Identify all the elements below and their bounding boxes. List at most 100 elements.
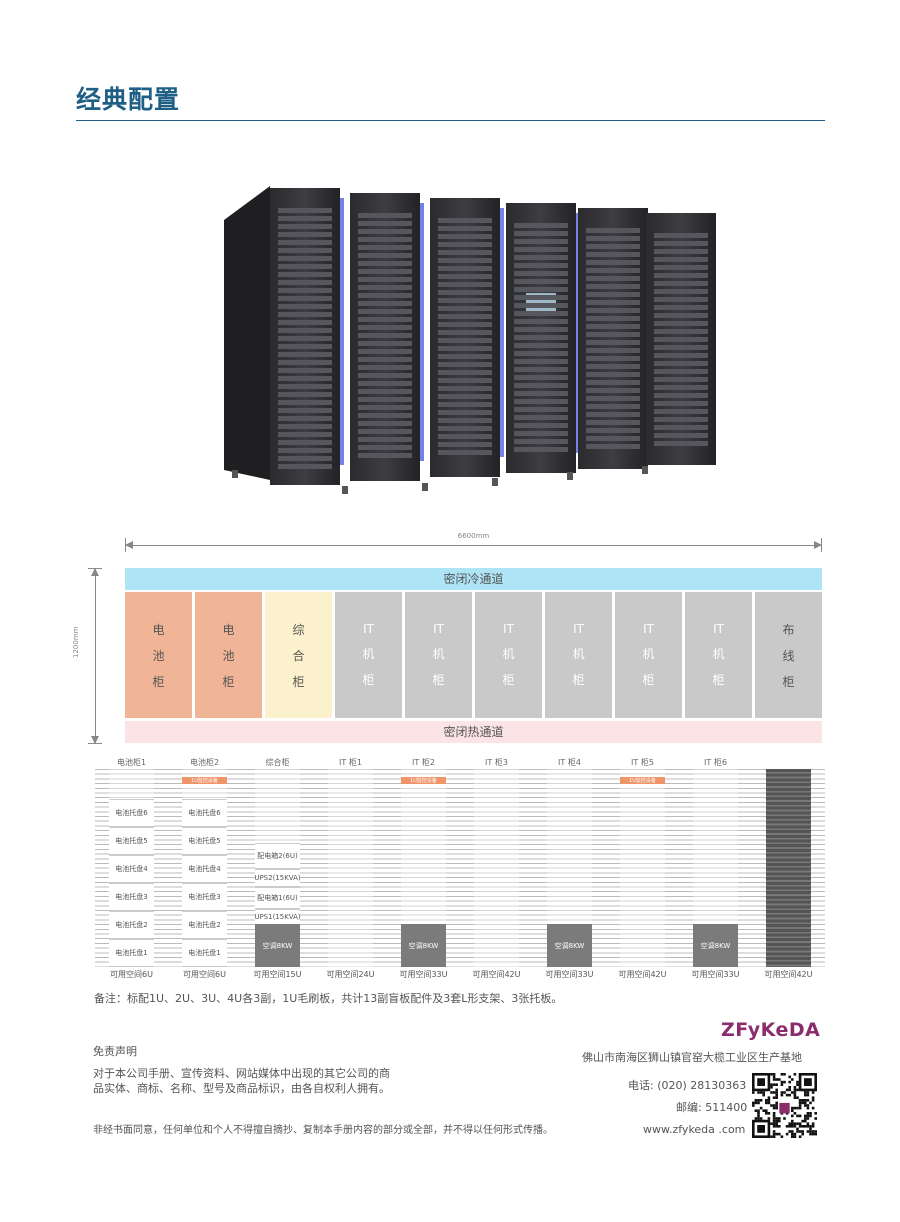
u-ruler bbox=[241, 769, 255, 967]
u-ruler bbox=[446, 769, 460, 967]
u-ruler bbox=[227, 769, 241, 967]
rack-cabinet bbox=[350, 193, 424, 481]
cabinet-char: 机 bbox=[362, 647, 375, 661]
company-postcode: 邮编: 511400 bbox=[676, 1101, 748, 1114]
cabinet-char: 布 bbox=[782, 622, 795, 637]
battery-tray: 电池托盘5 bbox=[109, 827, 154, 855]
ups-1: UPS1(15KVA) bbox=[254, 909, 301, 925]
elevation-header: 电池柜1 bbox=[116, 758, 147, 767]
available-space: 可用空间24U bbox=[326, 970, 375, 979]
cabinet-char: 柜 bbox=[432, 673, 445, 687]
hot-aisle-band: 密闭热通道 bbox=[125, 721, 822, 743]
rack-cabinet bbox=[578, 208, 652, 469]
u-ruler bbox=[314, 769, 328, 967]
battery-tray: 电池托盘5 bbox=[182, 827, 227, 855]
available-space: 可用空间6U bbox=[183, 970, 226, 979]
elevation-header: IT 柜1 bbox=[339, 758, 362, 767]
cabinet-2: 电池柜 bbox=[195, 592, 262, 718]
cabinet-product-image bbox=[224, 186, 716, 494]
monitor-unit: 1U监控设备 bbox=[182, 777, 227, 784]
cabinet-6: IT 机柜 bbox=[475, 592, 542, 718]
battery-tray: 电池托盘2 bbox=[109, 911, 154, 939]
cabinet-char: 机 bbox=[712, 647, 725, 661]
cabinet-char: IT bbox=[433, 622, 444, 636]
copyright-notice: 非经书面同意，任何单位和个人不得擅自摘抄、复制本手册内容的部分或全部，并不得以任… bbox=[93, 1125, 553, 1136]
cabinet-char: 柜 bbox=[502, 673, 515, 687]
monitor-unit: 1U监控设备 bbox=[401, 777, 446, 784]
cabinet-char: 线 bbox=[782, 648, 795, 663]
depth-dimension: 1200mm bbox=[72, 568, 104, 744]
elevation-header: IT 柜4 bbox=[558, 758, 581, 767]
cabinet-char: 池 bbox=[222, 648, 235, 663]
monitor-unit: 1U监控设备 bbox=[620, 777, 665, 784]
cabinet-char: 柜 bbox=[362, 673, 375, 687]
battery-tray: 电池托盘3 bbox=[182, 883, 227, 911]
battery-tray: 电池托盘4 bbox=[182, 855, 227, 883]
cabinet-char: 机 bbox=[642, 647, 655, 661]
rack-cabinet bbox=[506, 203, 580, 473]
company-website: www.zfykeda .com bbox=[643, 1123, 746, 1136]
available-space: 可用空间42U bbox=[472, 970, 521, 979]
air-conditioner: 空调8KW bbox=[401, 924, 446, 967]
disclaimer-title: 免责声明 bbox=[93, 1045, 137, 1058]
configuration-note: 备注：标配1U、2U、3U、4U各3副，1U毛刷板，共计13副盲板配件及3套L形… bbox=[94, 992, 563, 1005]
u-ruler bbox=[592, 769, 606, 967]
qr-code-icon bbox=[752, 1073, 817, 1138]
u-ruler bbox=[752, 769, 766, 967]
cabinet-char: IT bbox=[503, 622, 514, 636]
elevation-header: IT 柜3 bbox=[485, 758, 508, 767]
rack-slots bbox=[328, 769, 373, 967]
available-space: 可用空间15U bbox=[253, 970, 302, 979]
elevation-header: 电池柜2 bbox=[189, 758, 220, 767]
rack-slots bbox=[474, 769, 519, 967]
battery-tray: 电池托盘4 bbox=[109, 855, 154, 883]
u-ruler bbox=[533, 769, 547, 967]
available-space: 可用空间6U bbox=[110, 970, 153, 979]
u-ruler bbox=[665, 769, 679, 967]
rack-cabinet bbox=[430, 198, 504, 477]
width-dimension: 6600mm bbox=[125, 530, 822, 552]
air-conditioner: 空调8KW bbox=[255, 924, 300, 967]
cabinet-char: 柜 bbox=[782, 674, 795, 689]
air-conditioner: 空调8KW bbox=[547, 924, 592, 967]
pdu-2: 配电箱2(6U) bbox=[255, 843, 300, 869]
cabinet-char: 机 bbox=[502, 647, 515, 661]
u-ruler bbox=[679, 769, 693, 967]
u-ruler bbox=[168, 769, 182, 967]
air-conditioner: 空调8KW bbox=[693, 924, 738, 967]
elevation-header: IT 柜2 bbox=[412, 758, 435, 767]
cabinet-char: 柜 bbox=[642, 673, 655, 687]
battery-tray: 电池托盘6 bbox=[109, 799, 154, 827]
battery-tray: 电池托盘3 bbox=[109, 883, 154, 911]
cabinet-char: 柜 bbox=[712, 673, 725, 687]
cabinet-char: 池 bbox=[152, 648, 165, 663]
company-address: 佛山市南海区狮山镇官窑大榄工业区生产基地 bbox=[582, 1051, 802, 1064]
u-ruler bbox=[95, 769, 109, 967]
rack-cabinet bbox=[646, 213, 716, 465]
elevation-header: 综合柜 bbox=[265, 758, 290, 767]
cabinet-char: IT bbox=[713, 622, 724, 636]
u-ruler bbox=[387, 769, 401, 967]
cabinet-3: 综合柜 bbox=[265, 592, 332, 718]
depth-label: 1200mm bbox=[72, 626, 80, 658]
cabinet-char: 机 bbox=[432, 647, 445, 661]
rack-cabinet bbox=[270, 188, 344, 485]
cabinet-char: 机 bbox=[572, 647, 585, 661]
cabinet-char: 柜 bbox=[572, 673, 585, 687]
cabinet-char: 柜 bbox=[292, 674, 305, 689]
cabinet-char: IT bbox=[573, 622, 584, 636]
available-space: 可用空间42U bbox=[764, 970, 813, 979]
u-ruler bbox=[373, 769, 387, 967]
page-title: 经典配置 bbox=[76, 85, 181, 114]
u-ruler bbox=[460, 769, 474, 967]
u-ruler bbox=[738, 769, 752, 967]
cabinet-char: IT bbox=[363, 622, 374, 636]
rack-slots bbox=[620, 769, 665, 967]
patch-panels bbox=[766, 769, 811, 967]
cold-aisle-band: 密闭冷通道 bbox=[125, 568, 822, 590]
battery-tray: 电池托盘2 bbox=[182, 911, 227, 939]
cabinet-9: IT 机柜 bbox=[685, 592, 752, 718]
